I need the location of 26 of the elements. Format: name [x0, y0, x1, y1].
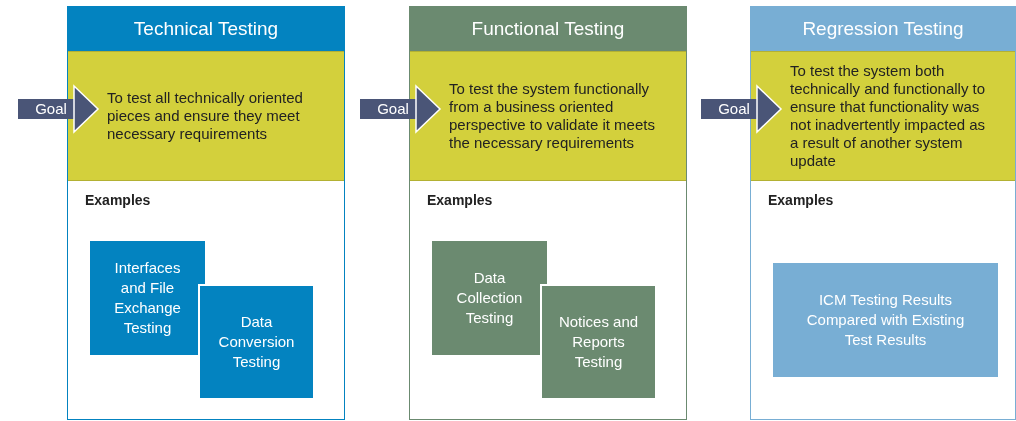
section-heading: Examples	[85, 192, 151, 208]
goal-band	[68, 51, 344, 181]
goal-description: To test all technically oriented pieces and ensure they meet necessary requirements	[107, 89, 304, 143]
section-heading: Examples	[768, 192, 834, 208]
goal-band	[410, 51, 686, 181]
panel-title: Technical Testing	[68, 7, 344, 51]
panel-title: Regression Testing	[751, 7, 1015, 51]
goal-block-arrow	[18, 85, 99, 133]
edge-label: Goal	[34, 100, 68, 118]
panel-title: Functional Testing	[410, 7, 686, 51]
example-box: Notices and Reports Testing	[540, 284, 657, 400]
testing-panel	[67, 6, 345, 420]
example-box: Data Conversion Testing	[198, 284, 315, 400]
example-box: ICM Testing Results Compared with Existing Test Results	[773, 263, 998, 377]
example-box: Interfaces and File Exchange Testing	[90, 241, 205, 355]
goal-band	[751, 51, 1015, 181]
goal-block-arrow	[701, 85, 782, 133]
section-heading: Examples	[427, 192, 493, 208]
goal-description: To test the system functionally from a business oriented perspective to validate it meets the necessary requirements	[449, 80, 656, 152]
goal-description: To test the system both technically and functionally to ensure that functionality was not inadvertently impacted as a result of another system update	[790, 62, 987, 170]
example-box: Data Collection Testing	[432, 241, 547, 355]
goal-block-arrow	[360, 85, 441, 133]
edge-label: Goal	[376, 100, 410, 118]
testing-panel	[409, 6, 687, 420]
testing-panel	[750, 6, 1016, 420]
edge-label: Goal	[717, 100, 751, 118]
